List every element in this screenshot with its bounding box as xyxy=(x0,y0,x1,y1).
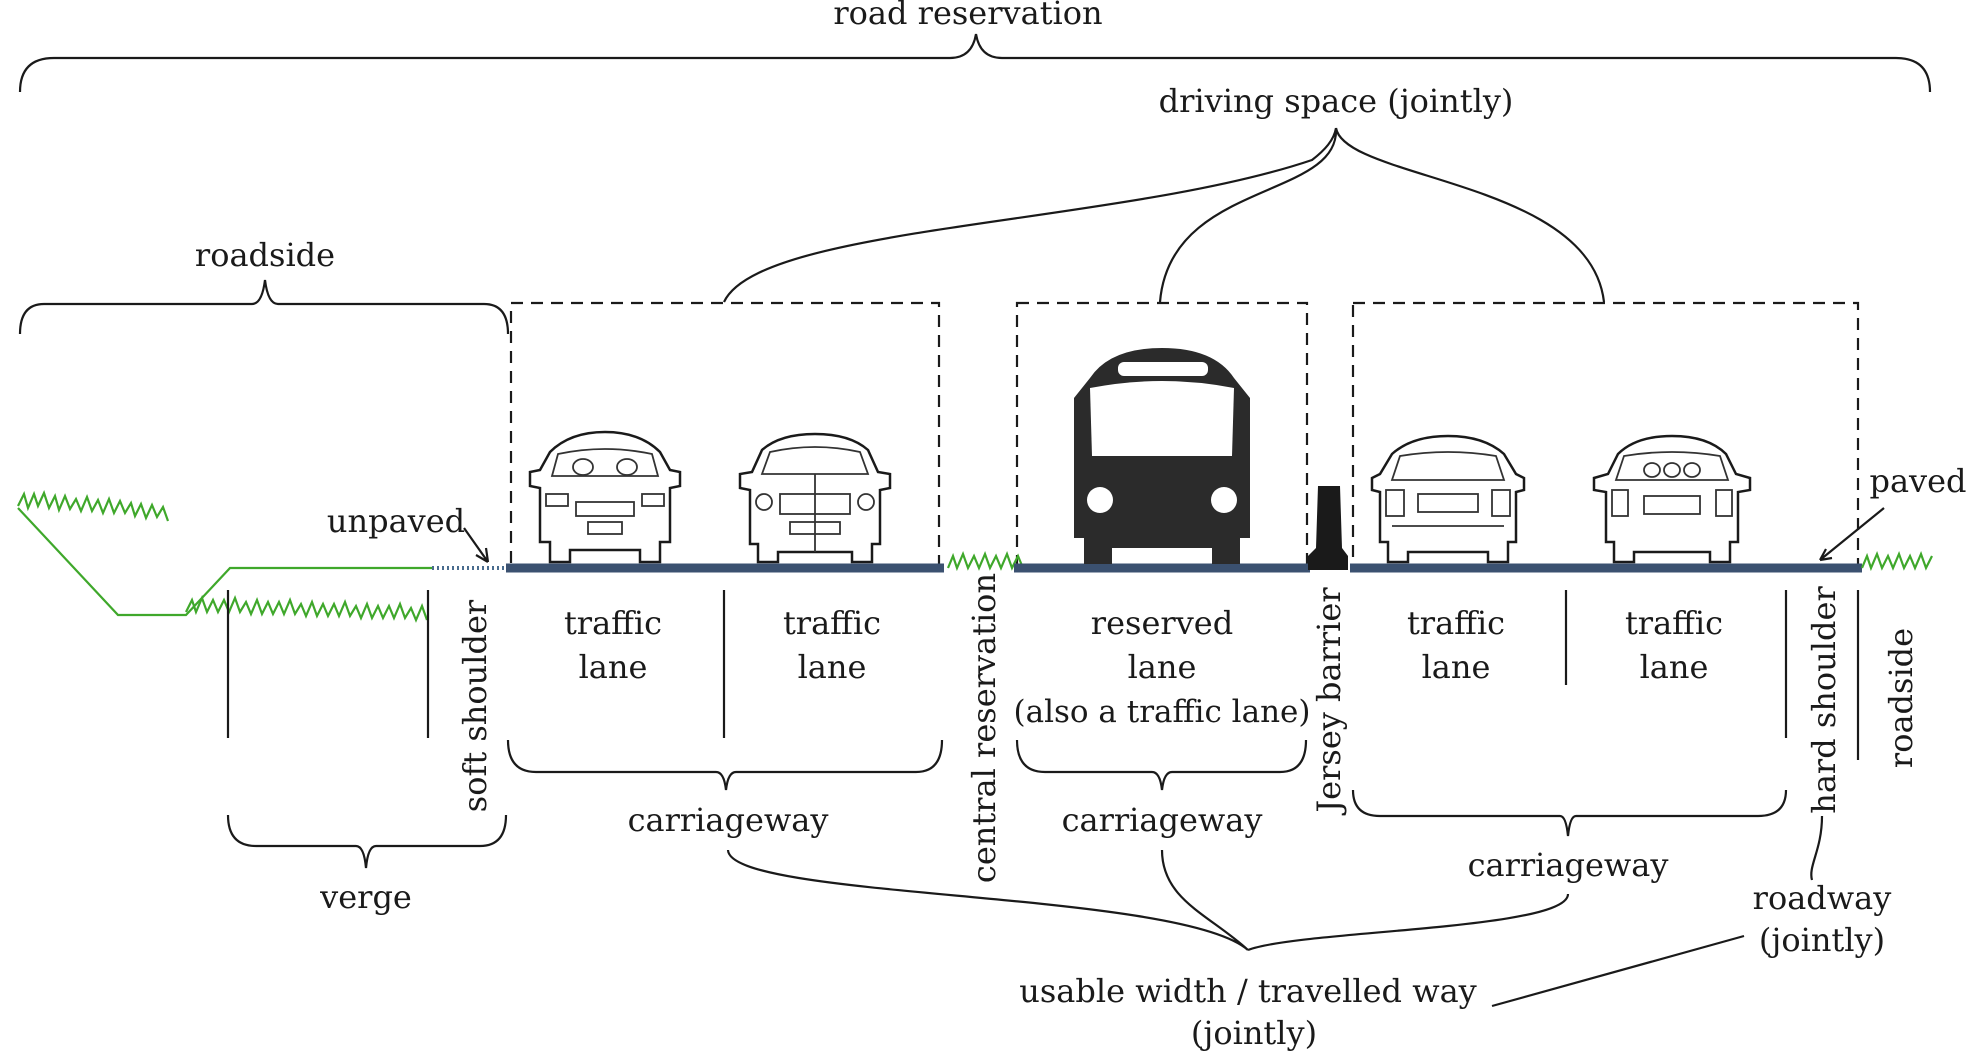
carriageway-2-label: carriageway xyxy=(1062,801,1263,839)
roadside-right-label: roadside xyxy=(1882,628,1920,768)
unpaved-arrow xyxy=(463,527,490,563)
roadway-connector xyxy=(1491,934,1745,1008)
car-front-1 xyxy=(528,430,682,564)
paved-arrow xyxy=(1819,507,1885,562)
jersey-barrier-label: Jersey barrier xyxy=(1310,587,1348,816)
traffic-lane-3: traffic lane xyxy=(1407,604,1505,686)
jersey-barrier-block xyxy=(1308,486,1348,570)
roadway-line2: (jointly) xyxy=(1759,921,1885,959)
hard-shoulder-to-roadway-line xyxy=(1810,815,1824,881)
lane-separators xyxy=(226,590,1860,760)
usable-width-line1: usable width / travelled way xyxy=(1019,972,1477,1010)
traffic-lane-1: traffic lane xyxy=(564,604,662,686)
central-reservation-grass xyxy=(946,550,1025,572)
right-carriageway-box xyxy=(1351,301,1860,567)
road-reservation-label: road reservation xyxy=(833,0,1102,32)
car-front-2 xyxy=(738,432,892,564)
carriageway-1-brace xyxy=(506,739,944,791)
traffic-lane-3-line1: traffic xyxy=(1407,604,1505,642)
roadside-top-label: roadside xyxy=(195,236,335,274)
hard-shoulder-label: hard shoulder xyxy=(1805,586,1843,814)
reserved-lane: reserved lane (also a traffic lane) xyxy=(1014,604,1311,730)
car-rear-1 xyxy=(1370,434,1526,564)
carriageway-2-brace xyxy=(1015,739,1308,791)
traffic-lane-4-line1: traffic xyxy=(1625,604,1723,642)
usable-width-line2: (jointly) xyxy=(1191,1014,1317,1052)
paved-label: paved xyxy=(1869,462,1966,500)
central-reservation-label: central reservation xyxy=(965,573,1003,883)
traffic-lane-1-line2: lane xyxy=(579,648,648,686)
traffic-lane-2-line1: traffic xyxy=(783,604,881,642)
soft-shoulder-label: soft shoulder xyxy=(456,599,494,812)
driving-space-bracket xyxy=(723,127,1606,303)
traffic-lane-1-line1: traffic xyxy=(564,604,662,642)
verge-label: verge xyxy=(319,878,412,916)
driving-space-label: driving space (jointly) xyxy=(1159,82,1514,120)
traffic-lane-4: traffic lane xyxy=(1625,604,1723,686)
car-rear-2 xyxy=(1592,434,1752,564)
reserved-lane-line3: (also a traffic lane) xyxy=(1014,694,1311,730)
right-roadside-grass xyxy=(1860,550,1933,572)
reserved-lane-box xyxy=(1015,301,1309,567)
roadway-line1: roadway xyxy=(1753,879,1892,917)
verge-brace xyxy=(226,814,508,869)
bus-front xyxy=(1074,348,1250,564)
reserved-lane-line1: reserved xyxy=(1091,604,1233,642)
traffic-lane-3-line2: lane xyxy=(1422,648,1491,686)
unpaved-label: unpaved xyxy=(327,502,465,540)
roadside-top-brace xyxy=(18,279,510,335)
road-reservation-brace xyxy=(18,33,1932,93)
traffic-lane-4-line2: lane xyxy=(1640,648,1709,686)
traffic-lane-2: traffic lane xyxy=(783,604,881,686)
carriageway-1-label: carriageway xyxy=(628,801,829,839)
traffic-lane-2-line2: lane xyxy=(798,648,867,686)
carriageway-3-brace xyxy=(1351,789,1788,837)
carriageway-3-label: carriageway xyxy=(1468,846,1669,884)
usable-width-connector xyxy=(726,849,1570,952)
left-grass-ditch xyxy=(17,490,432,623)
reserved-lane-line2: lane xyxy=(1128,648,1197,686)
